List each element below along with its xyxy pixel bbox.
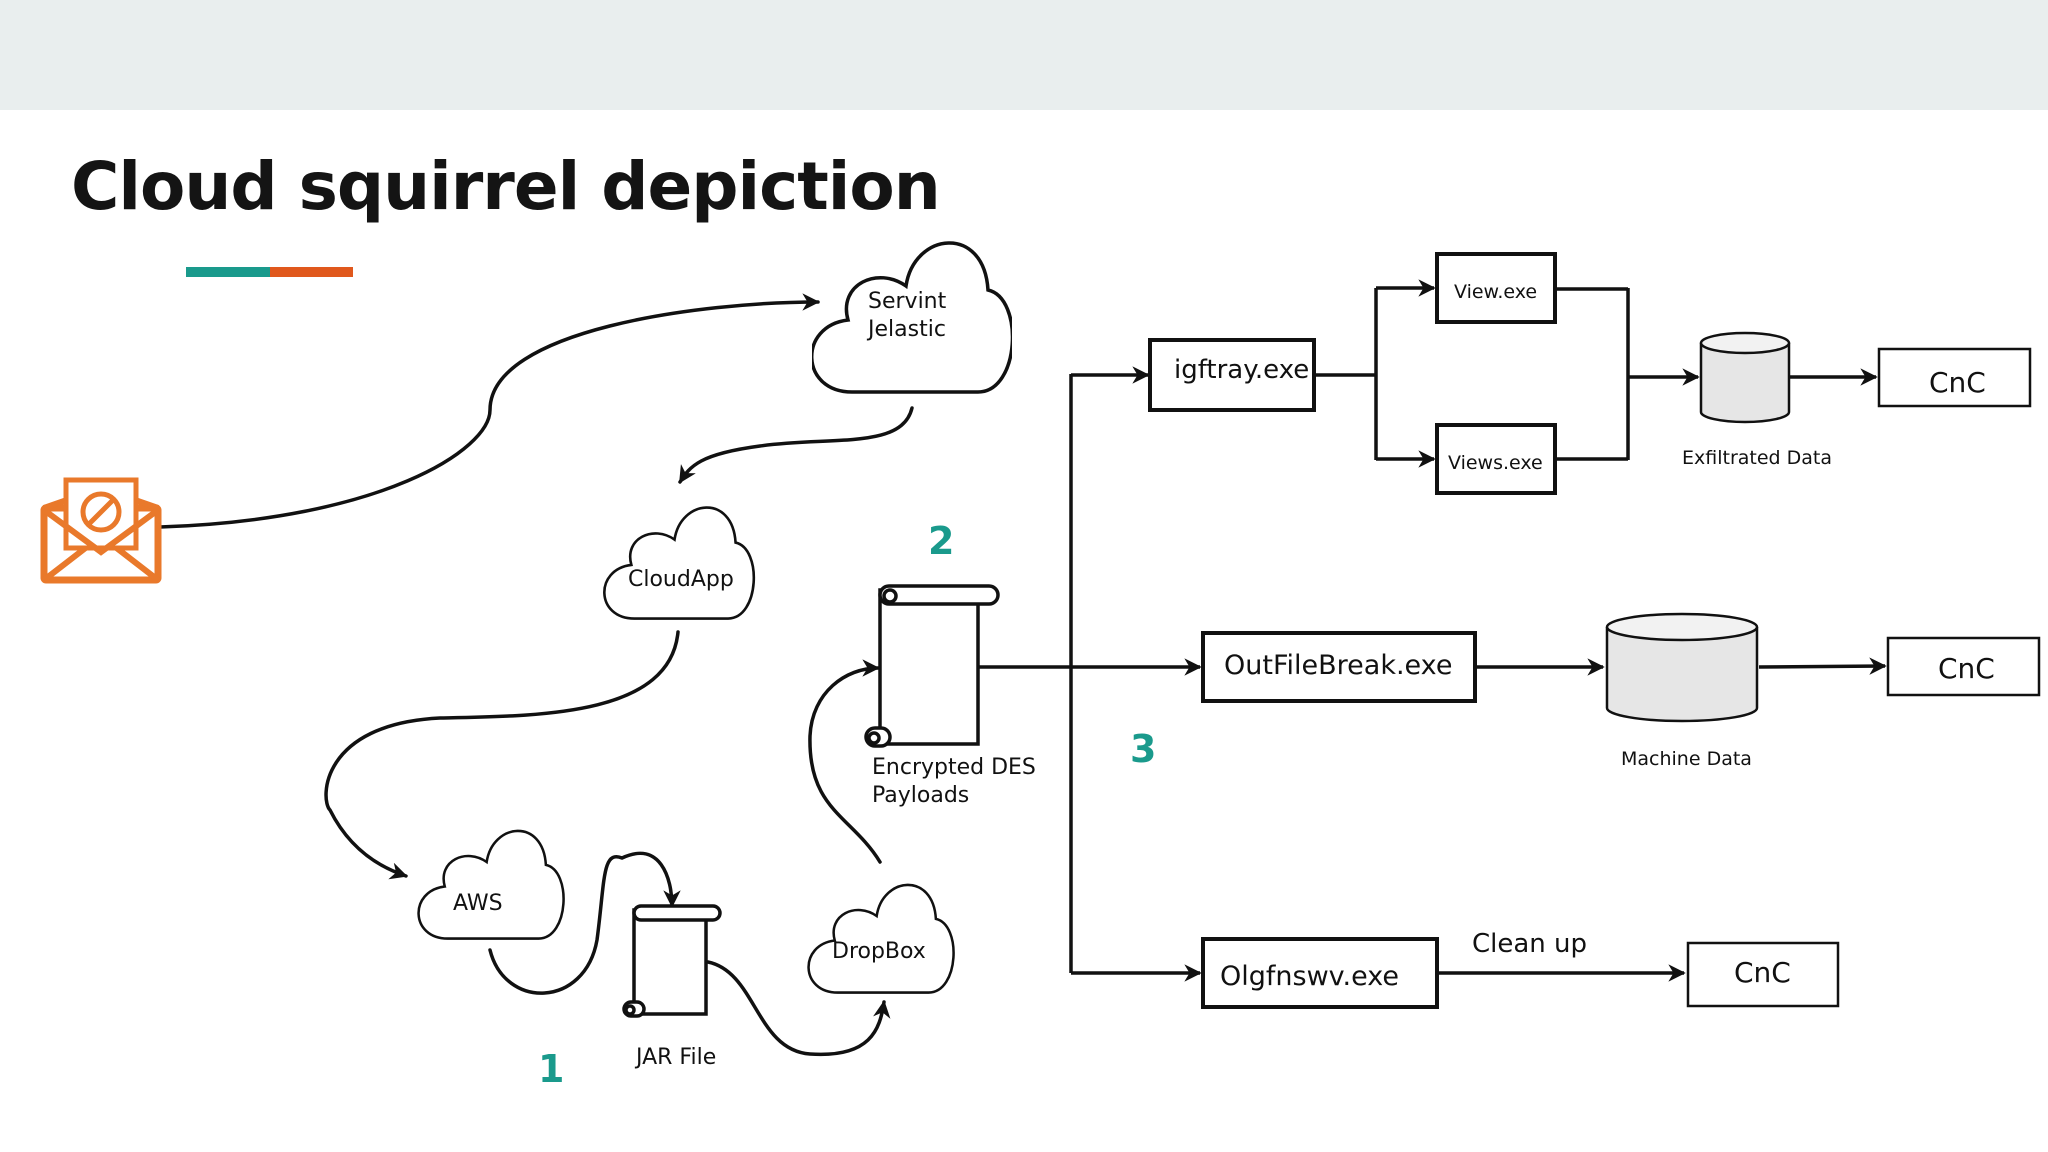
box-view-label: View.exe bbox=[1454, 281, 1537, 303]
box-cnc-1-label: CnC bbox=[1929, 366, 1986, 399]
cloud-aws-label: AWS bbox=[453, 891, 503, 916]
step-number-2: 2 bbox=[928, 519, 954, 563]
step-number-1: 1 bbox=[538, 1047, 564, 1091]
edge-email-to-servint bbox=[158, 293, 820, 529]
cloud-servint-label-1: Servint bbox=[868, 289, 947, 314]
box-cnc-2-label: CnC bbox=[1938, 652, 1995, 685]
scroll-payloads-label-2: Payloads bbox=[872, 783, 969, 808]
cloud-cloudapp: CloudApp bbox=[602, 505, 756, 620]
email-blocked-icon bbox=[40, 477, 162, 584]
cloud-servint: Servint Jelastic bbox=[812, 241, 1012, 394]
cloud-aws: AWS bbox=[417, 829, 565, 940]
scroll-payloads-label-1: Encrypted DES bbox=[872, 755, 1036, 780]
cloud-servint-label-2: Jelastic bbox=[866, 317, 946, 342]
box-outfilebreak-label: OutFileBreak.exe bbox=[1224, 650, 1452, 681]
title-underline bbox=[186, 267, 353, 277]
cloud-cloudapp-label: CloudApp bbox=[628, 567, 734, 592]
header-band bbox=[0, 0, 2048, 110]
box-olgfnswv: Olgfnswv.exe bbox=[1201, 937, 1439, 1009]
slide-title: Cloud squirrel depiction bbox=[71, 148, 941, 225]
box-views-label: Views.exe bbox=[1448, 452, 1543, 474]
box-igftray-label: igftray.exe bbox=[1174, 355, 1309, 385]
title-underline-orange bbox=[270, 267, 353, 277]
database-machine-icon bbox=[1605, 612, 1759, 723]
box-view: View.exe bbox=[1435, 252, 1557, 324]
database-exfiltrated-icon bbox=[1699, 331, 1791, 424]
edge-dropbox-to-payloads bbox=[808, 659, 882, 864]
connectors-left bbox=[158, 293, 914, 1057]
box-cnc-3: CnC bbox=[1686, 941, 1840, 1008]
box-cnc-2: CnC bbox=[1886, 636, 2041, 697]
scroll-jar-label: JAR File bbox=[634, 1045, 716, 1070]
cloud-dropbox: DropBox bbox=[807, 883, 956, 994]
edge-aws-to-jar bbox=[488, 851, 681, 995]
edge-servint-to-cloudapp bbox=[678, 406, 914, 484]
edge-label-clean-up: Clean up bbox=[1472, 929, 1587, 959]
box-outfilebreak: OutFileBreak.exe bbox=[1201, 631, 1477, 703]
database-machine-label: Machine Data bbox=[1621, 748, 1752, 770]
edge-cloudapp-to-aws bbox=[324, 630, 680, 880]
edge-machine-to-cnc bbox=[1758, 657, 1887, 675]
connectors-right bbox=[978, 279, 1887, 982]
box-cnc-1: CnC bbox=[1877, 347, 2032, 408]
box-views: Views.exe bbox=[1435, 423, 1557, 495]
step-number-3: 3 bbox=[1130, 727, 1156, 771]
box-cnc-3-label: CnC bbox=[1734, 956, 1791, 989]
box-igftray: igftray.exe bbox=[1148, 338, 1316, 412]
scroll-jar-icon bbox=[622, 904, 722, 1018]
edge-jar-to-dropbox bbox=[706, 960, 891, 1057]
title-underline-teal bbox=[186, 267, 270, 277]
database-exfiltrated-label: Exfiltrated Data bbox=[1682, 447, 1832, 469]
cloud-dropbox-label: DropBox bbox=[832, 939, 926, 964]
box-olgfnswv-label: Olgfnswv.exe bbox=[1220, 961, 1399, 992]
